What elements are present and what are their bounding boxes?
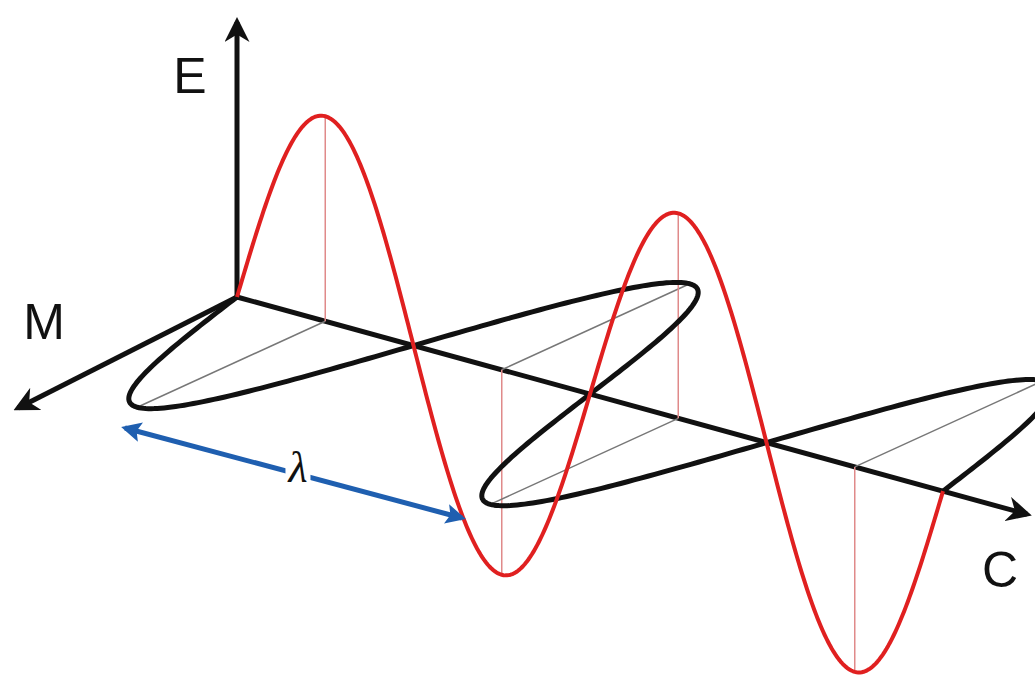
e-vector bbox=[325, 116, 327, 321]
m-axis bbox=[18, 297, 237, 408]
wavelength-arrow bbox=[125, 428, 462, 518]
electric-wave bbox=[237, 116, 943, 673]
e-vector bbox=[501, 370, 503, 575]
wavelength-label: λ bbox=[285, 446, 310, 490]
magnetic-wave bbox=[129, 282, 1035, 505]
axis-label: E bbox=[170, 51, 209, 101]
e-vector bbox=[678, 213, 680, 418]
e-axis bbox=[235, 22, 240, 297]
e-vector bbox=[854, 467, 856, 672]
axis-label: M bbox=[20, 297, 68, 347]
axis-label: C bbox=[979, 545, 1021, 595]
